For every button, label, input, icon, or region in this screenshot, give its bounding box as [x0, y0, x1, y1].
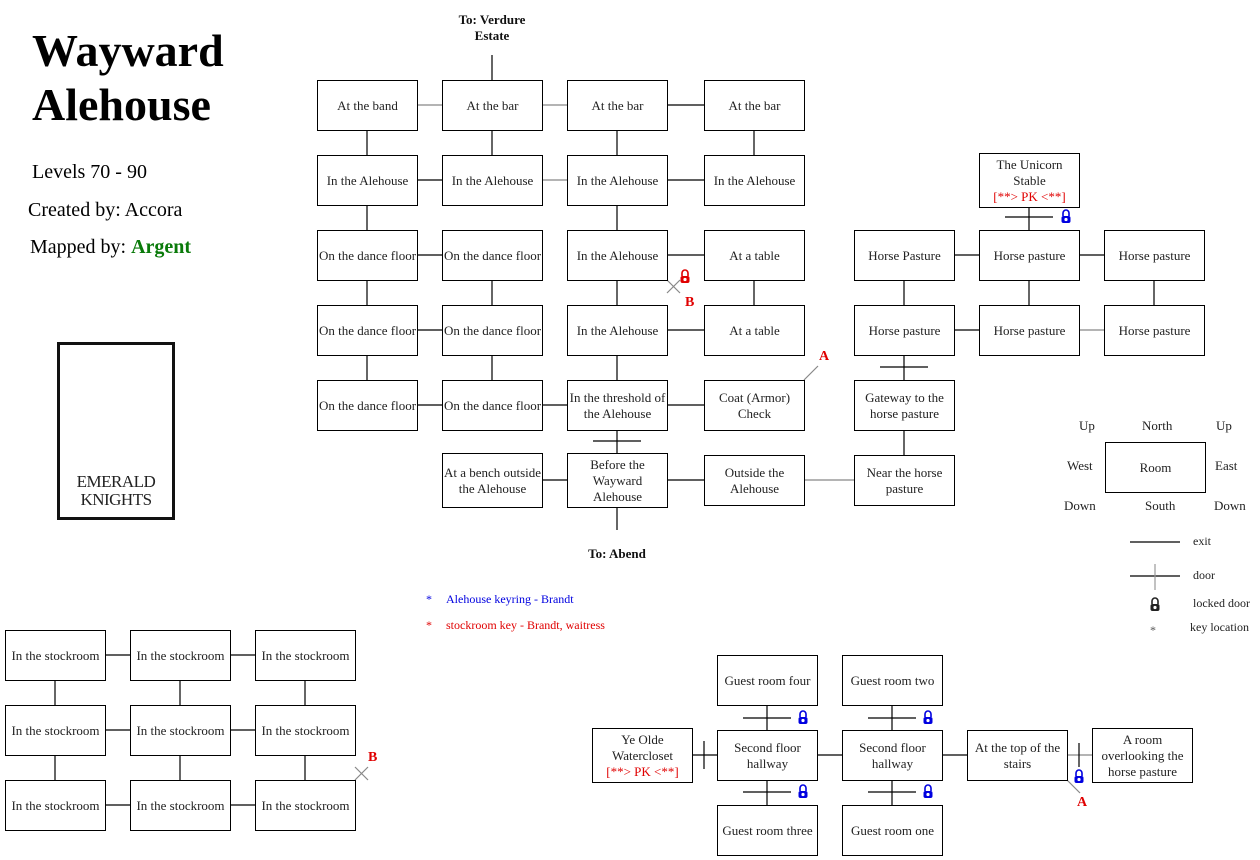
room-box[interactable]: Near the horse pasture: [854, 455, 955, 506]
key-list-item: * Alehouse keyring - Brandt: [426, 592, 574, 607]
room-box[interactable]: Before the Wayward Alehouse: [567, 453, 668, 508]
locked-door-icon: [923, 710, 933, 724]
locked-door-icon: [798, 710, 808, 724]
room-box[interactable]: Horse pasture: [1104, 230, 1205, 281]
room-box[interactable]: Guest room two: [842, 655, 943, 706]
room-box[interactable]: At the top of the stairs: [967, 730, 1068, 781]
legend-locked-label: locked door: [1193, 596, 1250, 610]
room-box[interactable]: Horse pasture: [979, 305, 1080, 356]
emerald-knights-logo: EMERALD KNIGHTS: [57, 342, 175, 520]
legend-south: South: [1145, 498, 1176, 513]
marker-a: A: [819, 349, 830, 364]
marker-b: B: [368, 750, 378, 765]
legend-north: North: [1142, 418, 1173, 433]
room-box[interactable]: Gateway to the horse pasture: [854, 380, 955, 431]
room-box[interactable]: Horse pasture: [1104, 305, 1205, 356]
room-box[interactable]: At the band: [317, 80, 418, 131]
created-by-text: Created by: Accora: [28, 199, 183, 221]
room-box[interactable]: In the stockroom: [130, 780, 231, 831]
room-box[interactable]: Horse pasture: [854, 305, 955, 356]
key-list-item: * stockroom key - Brandt, waitress: [426, 618, 605, 633]
locked-door-icon: [680, 269, 690, 283]
page-title: Wayward Alehouse: [32, 24, 224, 132]
room-box[interactable]: In the stockroom: [5, 705, 106, 756]
room-box[interactable]: A room overlooking the horse pasture: [1092, 728, 1193, 783]
room-box[interactable]: At the bar: [567, 80, 668, 131]
legend-west: West: [1067, 458, 1093, 473]
room-box[interactable]: In the Alehouse: [704, 155, 805, 206]
room-box[interactable]: At a bench outside the Alehouse: [442, 453, 543, 508]
marker-b: B: [685, 295, 695, 310]
room-name: The Unicorn Stable: [996, 156, 1063, 188]
key-star-icon: *: [426, 592, 432, 606]
room-box[interactable]: In the Alehouse: [317, 155, 418, 206]
room-box[interactable]: At the bar: [442, 80, 543, 131]
legend-up-left: Up: [1079, 418, 1095, 433]
room-box[interactable]: In the stockroom: [255, 705, 356, 756]
room-box-watercloset[interactable]: Ye Olde Watercloset [**> PK <**]: [592, 728, 693, 783]
key-text: Alehouse keyring - Brandt: [446, 592, 574, 606]
title-line1: Wayward: [32, 25, 224, 76]
pk-badge: [**> PK <**]: [993, 188, 1066, 204]
legend-room-box: Room: [1105, 442, 1206, 493]
room-box[interactable]: In the stockroom: [5, 780, 106, 831]
title-line2: Alehouse: [32, 79, 211, 130]
room-box[interactable]: In the stockroom: [5, 630, 106, 681]
room-box[interactable]: At a table: [704, 230, 805, 281]
room-box[interactable]: In the Alehouse: [567, 230, 668, 281]
room-box[interactable]: Second floor hallway: [842, 730, 943, 781]
levels-text: Levels 70 - 90: [32, 161, 147, 183]
room-box[interactable]: In the stockroom: [130, 705, 231, 756]
marker-a: A: [1077, 795, 1088, 810]
legend-down-right: Down: [1214, 498, 1246, 513]
exit-south-label: To: Abend: [588, 546, 646, 561]
legend-up-right: Up: [1216, 418, 1232, 433]
locked-door-icon: [923, 784, 933, 798]
room-box[interactable]: On the dance floor: [317, 380, 418, 431]
room-box[interactable]: Horse pasture: [979, 230, 1080, 281]
locked-door-icon: [1150, 597, 1160, 611]
room-box[interactable]: Guest room four: [717, 655, 818, 706]
room-box[interactable]: On the dance floor: [442, 230, 543, 281]
mapper-name: Argent: [131, 236, 192, 258]
room-box[interactable]: Outside the Alehouse: [704, 455, 805, 506]
room-box[interactable]: Guest room three: [717, 805, 818, 856]
mapped-by-text: Mapped by: Argent: [30, 236, 191, 259]
legend-east: East: [1215, 458, 1238, 473]
room-box[interactable]: In the stockroom: [255, 630, 356, 681]
room-box[interactable]: In the Alehouse: [442, 155, 543, 206]
room-box[interactable]: At a table: [704, 305, 805, 356]
room-box[interactable]: At the bar: [704, 80, 805, 131]
room-box[interactable]: Second floor hallway: [717, 730, 818, 781]
room-box[interactable]: On the dance floor: [442, 305, 543, 356]
legend-exit-label: exit: [1193, 534, 1211, 548]
room-box[interactable]: On the dance floor: [317, 230, 418, 281]
key-text: stockroom key - Brandt, waitress: [446, 618, 605, 632]
legend-key-star-icon: *: [1150, 623, 1156, 637]
room-name: Ye Olde Watercloset: [611, 731, 674, 763]
legend-door-label: door: [1193, 568, 1215, 582]
legend-key-label: key location: [1190, 620, 1249, 634]
logo-line2: KNIGHTS: [80, 490, 152, 509]
room-box[interactable]: On the dance floor: [317, 305, 418, 356]
room-box[interactable]: In the threshold of the Alehouse: [567, 380, 668, 431]
exit-north-label: To: Verdure Estate: [458, 12, 526, 43]
room-box[interactable]: In the Alehouse: [567, 155, 668, 206]
room-box[interactable]: Guest room one: [842, 805, 943, 856]
room-box-unicorn-stable[interactable]: The Unicorn Stable [**> PK <**]: [979, 153, 1080, 208]
locked-door-icon: [1061, 209, 1071, 223]
logo-line1: EMERALD: [76, 472, 156, 491]
locked-door-icon: [1074, 769, 1084, 783]
room-box[interactable]: In the stockroom: [255, 780, 356, 831]
pk-badge: [**> PK <**]: [606, 763, 679, 779]
mapped-by-label: Mapped by:: [30, 236, 132, 258]
room-box[interactable]: In the Alehouse: [567, 305, 668, 356]
room-box[interactable]: In the stockroom: [130, 630, 231, 681]
locked-door-icon: [798, 784, 808, 798]
room-box[interactable]: Coat (Armor) Check: [704, 380, 805, 431]
room-box[interactable]: On the dance floor: [442, 380, 543, 431]
room-box[interactable]: Horse Pasture: [854, 230, 955, 281]
legend-down-left: Down: [1064, 498, 1096, 513]
key-star-icon: *: [426, 618, 432, 632]
